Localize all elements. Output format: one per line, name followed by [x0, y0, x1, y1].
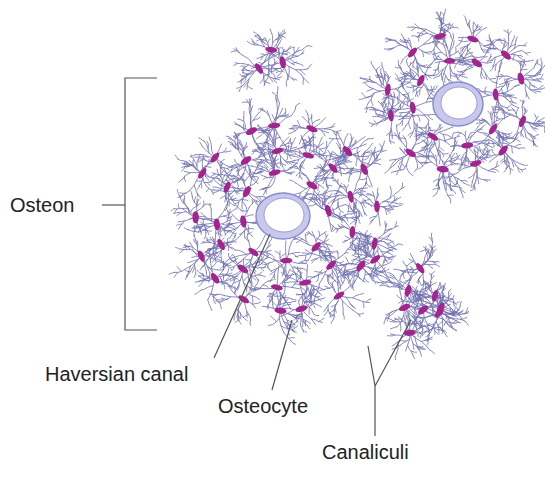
haversian-canal [256, 193, 310, 239]
canaliculi-leader [368, 320, 411, 436]
osteon-leader [102, 204, 125, 205]
part-label: Haversian canal [43, 362, 190, 386]
canal-lumen [441, 87, 477, 119]
canaliculi-lines [169, 9, 545, 359]
part-label: Osteon [8, 193, 76, 217]
haversian-canal [433, 82, 483, 126]
canal-leader [214, 234, 270, 358]
part-label: Osteocyte [216, 394, 310, 418]
canal-lumen [264, 198, 304, 232]
osteocyte-leader [272, 320, 292, 390]
part-label: Canaliculi [320, 440, 411, 464]
osteon-tissue [169, 9, 545, 359]
osteocyte-cells [192, 33, 526, 336]
osteon-bracket [125, 78, 157, 330]
